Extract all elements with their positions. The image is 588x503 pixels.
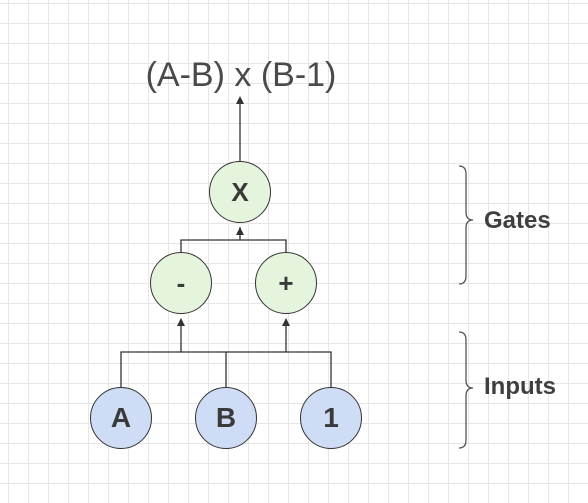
arrowhead-minus <box>177 318 185 326</box>
input-a: A <box>90 387 152 449</box>
edge-plus-to-x <box>240 239 287 255</box>
multiply-gate: X <box>209 161 271 223</box>
input-b: B <box>195 387 257 449</box>
edge-b-to-plus <box>226 319 287 353</box>
edge-b-to-minus <box>181 351 227 388</box>
edge-one-to-plus <box>286 351 332 388</box>
gates-brace <box>458 165 474 285</box>
arrowhead-expression <box>236 96 244 104</box>
edge-minus-to-x <box>180 227 241 255</box>
edge-a-to-minus <box>120 319 182 388</box>
inputs-brace <box>458 331 474 449</box>
arrowhead-x <box>236 227 244 235</box>
gates-label: Gates <box>484 207 551 234</box>
input-one: 1 <box>300 387 362 449</box>
arrowhead-plus <box>282 318 290 326</box>
expression-title: (A-B) x (B-1) <box>145 56 337 94</box>
inputs-label: Inputs <box>484 373 556 400</box>
subtract-gate: - <box>150 252 212 314</box>
add-gate: + <box>255 252 317 314</box>
